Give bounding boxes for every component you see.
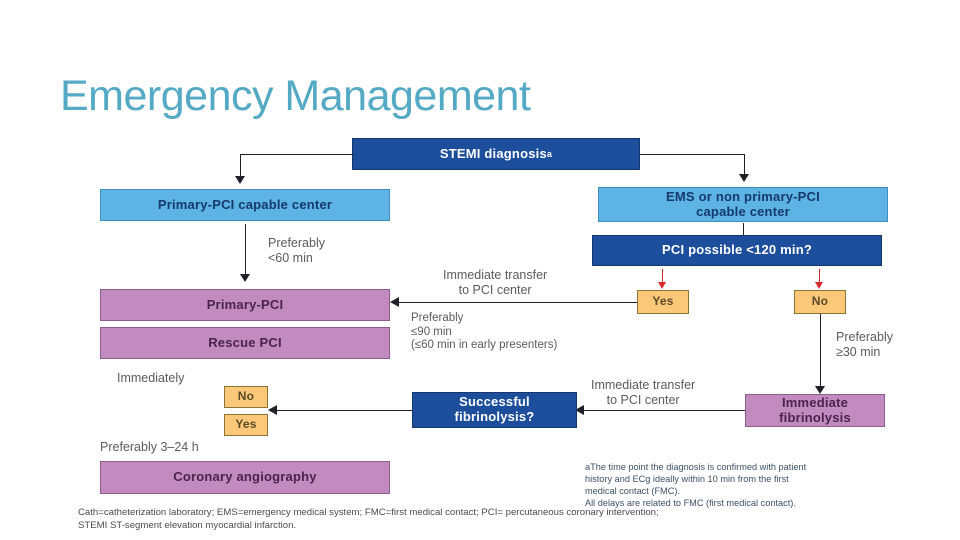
node-ems-capable-center-label: EMS or non primary-PCI capable center (666, 188, 820, 219)
node-fibrinolysis-yes-label: Yes (235, 417, 257, 432)
connector-left-drop (240, 154, 241, 178)
figure-footnote: aThe time point the diagnosis is confirm… (585, 462, 807, 508)
node-pci-possible-label: PCI possible <120 min? (662, 242, 812, 258)
node-coronary-angiography-label: Coronary angiography (173, 469, 317, 485)
annotation-preferably-90min: Preferably ≤90 min (≤60 min in early pre… (411, 312, 558, 352)
node-decision-no[interactable]: No (794, 290, 846, 314)
node-fibrinolysis-no[interactable]: No (224, 386, 268, 408)
annotation-preferably-30min: Preferably ≥30 min (836, 330, 893, 359)
node-coronary-angiography[interactable]: Coronary angiography (100, 461, 390, 494)
annotation-preferably-3-24h: Preferably 3–24 h (100, 440, 199, 454)
node-fibrinolysis-yes[interactable]: Yes (224, 414, 268, 436)
node-fibrinolysis-no-label: No (237, 389, 255, 404)
arrowhead-right-branch-icon (739, 174, 749, 182)
arrowhead-yes-icon (657, 282, 666, 289)
connector-primary-center-to-pci (245, 224, 246, 276)
node-immediate-fibrinolysis[interactable]: Immediate fibrinolysis (745, 394, 885, 427)
connector-no-to-fibrinolysis (820, 314, 821, 388)
annotation-immediate-transfer-bottom: Immediate transfer to PCI center (591, 378, 696, 407)
annotation-immediately: Immediately (117, 371, 185, 385)
node-primary-pci-label: Primary-PCI (206, 296, 284, 312)
connector-successful-to-decision (276, 410, 412, 411)
arrowhead-transfer-left-icon (390, 297, 399, 307)
node-decision-no-label: No (811, 294, 829, 309)
node-decision-yes[interactable]: Yes (637, 290, 689, 314)
annotation-immediate-transfer-top: Immediate transfer to PCI center (443, 268, 548, 297)
node-rescue-pci[interactable]: Rescue PCI (100, 327, 390, 359)
node-decision-yes-label: Yes (652, 294, 674, 309)
connector-fibrinolysis-to-successful (583, 410, 745, 411)
connector-pci-possible-to-no (819, 269, 820, 283)
arrowhead-successful-icon (575, 405, 584, 415)
connector-ems-to-pci-possible (743, 223, 744, 235)
arrowhead-no-icon (814, 282, 823, 289)
arrowhead-fibrinolysis-icon (815, 386, 825, 394)
node-ems-capable-center[interactable]: EMS or non primary-PCI capable center (598, 187, 888, 222)
node-pci-possible[interactable]: PCI possible <120 min? (592, 235, 882, 266)
page-title: Emergency Management (60, 72, 531, 120)
arrowhead-left-branch-icon (235, 176, 245, 184)
connector-right-drop (744, 154, 745, 176)
annotation-preferably-60min: Preferably <60 min (268, 236, 325, 265)
connector-stemi-to-right (640, 154, 744, 155)
node-successful-fibrinolysis[interactable]: Successful fibrinolysis? (412, 392, 577, 428)
node-rescue-pci-label: Rescue PCI (208, 334, 282, 350)
node-successful-fibrinolysis-label: Successful fibrinolysis? (454, 394, 535, 424)
connector-yes-to-primary-pci (398, 302, 637, 303)
connector-pci-possible-to-yes (662, 269, 663, 283)
arrowhead-primary-pci-icon (240, 274, 250, 282)
arrowhead-decision-left-icon (268, 405, 277, 415)
figure-legend: Cath=catheterization laboratory; EMS=eme… (78, 507, 659, 531)
node-immediate-fibrinolysis-label: Immediate fibrinolysis (779, 394, 851, 425)
node-primary-pci-capable-center-label: Primary-PCI capable center (157, 196, 333, 212)
node-primary-pci[interactable]: Primary-PCI (100, 289, 390, 321)
node-primary-pci-capable-center[interactable]: Primary-PCI capable center (100, 189, 390, 221)
connector-stemi-to-left (240, 154, 354, 155)
node-stemi-diagnosis-label: STEMI diagnosis (439, 145, 547, 161)
